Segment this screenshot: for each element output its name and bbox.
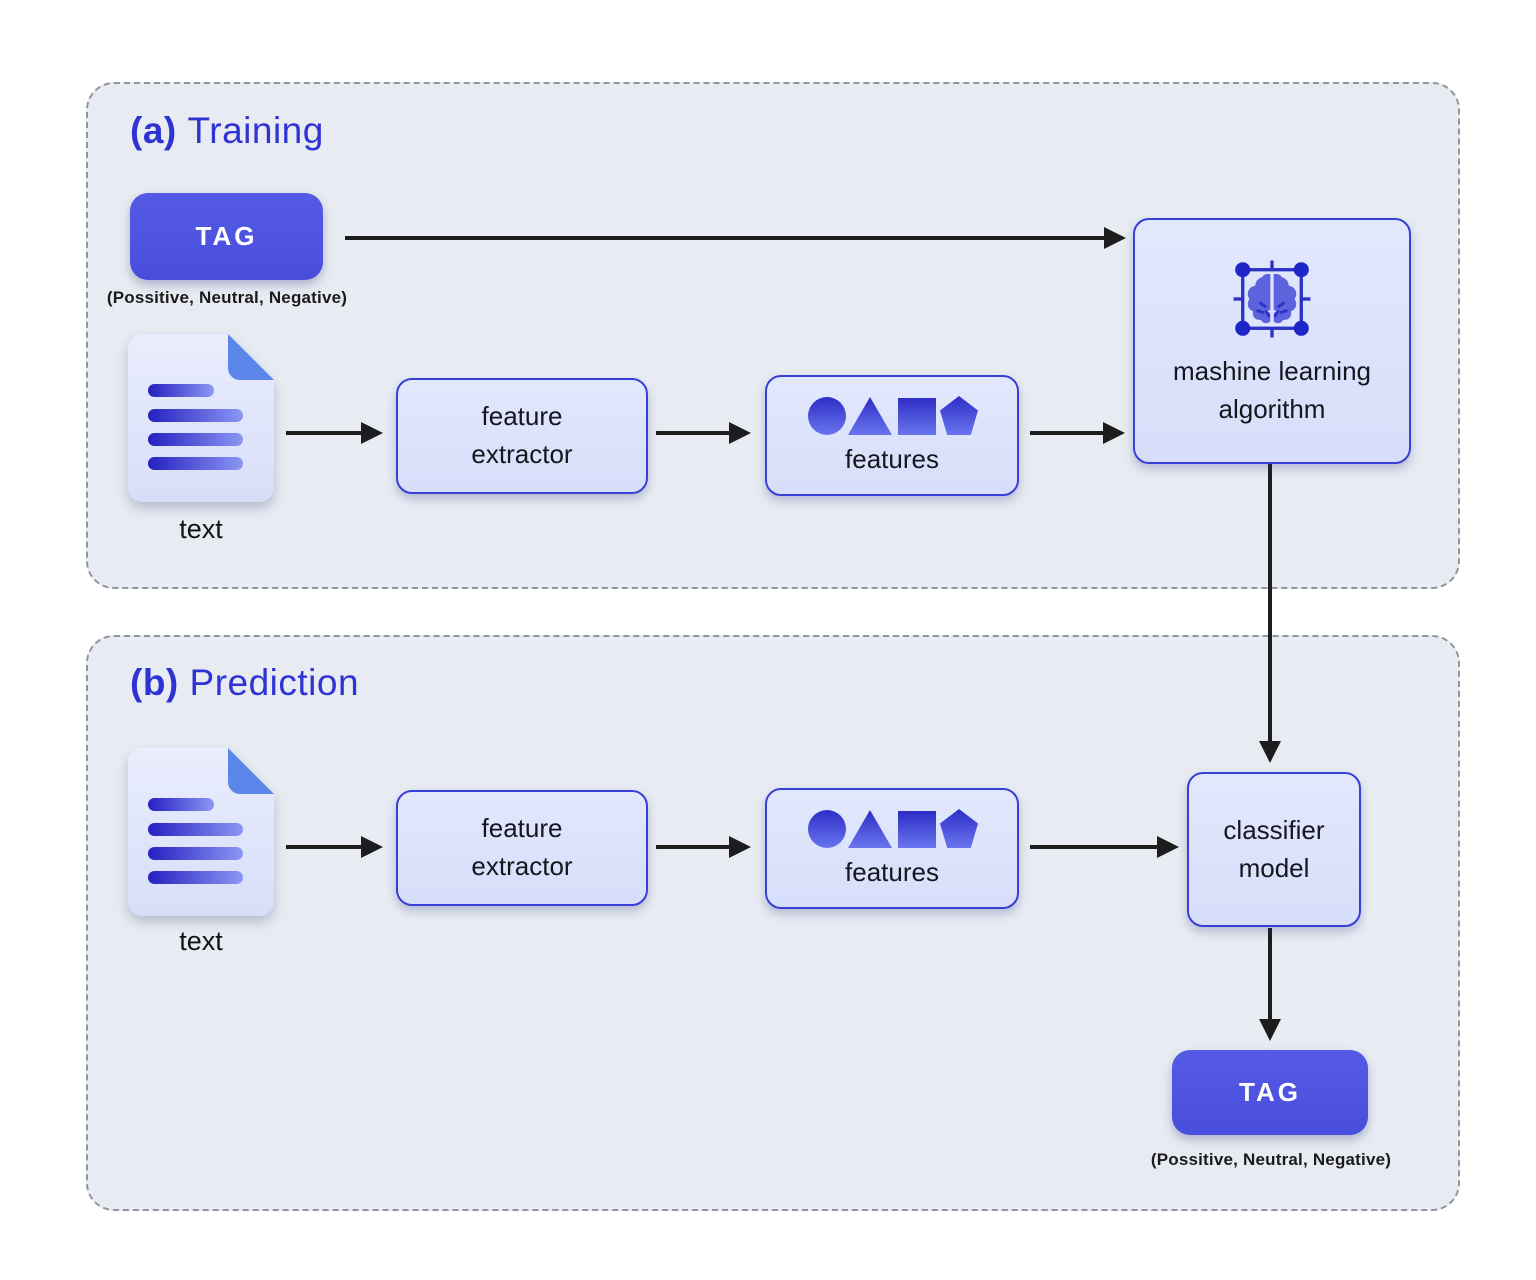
training-tag-label: TAG	[195, 221, 258, 251]
features-label-prediction: features	[845, 856, 939, 887]
prediction-text-label: text	[179, 926, 223, 956]
prediction-tag-caption: (Possitive, Neutral, Negative)	[1150, 1150, 1392, 1169]
arrow-features-to-classifier	[1030, 845, 1158, 849]
prediction-tag-node: TAG	[1172, 1050, 1368, 1135]
training-heading: (a) Training	[130, 110, 324, 152]
feature-extractor-node-prediction: feature extractor	[396, 790, 648, 906]
ml-algorithm-node: mashine learning algorithm	[1133, 218, 1411, 464]
text-document-icon-training	[128, 334, 274, 502]
training-tag-caption: (Possitive, Neutral, Negative)	[106, 288, 348, 307]
arrow-classifier-to-tag	[1268, 928, 1272, 1020]
arrow-text-to-extractor-prediction	[286, 845, 362, 849]
feature-extractor-node-training: feature extractor	[396, 378, 648, 494]
feature-extractor-label-prediction: feature extractor	[471, 813, 573, 881]
arrow-tag-to-ml	[345, 236, 1105, 240]
arrow-ml-to-classifier	[1268, 460, 1272, 742]
features-label-training: features	[845, 443, 939, 474]
arrow-extractor-to-features-prediction	[656, 845, 730, 849]
prediction-heading: (b) Prediction	[130, 662, 359, 704]
arrow-extractor-to-features-training	[656, 431, 730, 435]
features-node-prediction: features	[765, 788, 1019, 909]
training-text-label: text	[179, 514, 223, 544]
brain-icon	[1233, 260, 1311, 338]
prediction-heading-title: Prediction	[189, 662, 360, 703]
classifier-model-node: classifier model	[1187, 772, 1361, 927]
training-heading-title: Training	[187, 110, 324, 151]
arrow-text-to-extractor-training	[286, 431, 362, 435]
arrow-features-to-ml	[1030, 431, 1104, 435]
classifier-model-label: classifier model	[1223, 814, 1325, 883]
features-node-training: features	[765, 375, 1019, 496]
features-shapes-icon-prediction	[808, 808, 978, 848]
feature-extractor-label-training: feature extractor	[471, 401, 573, 469]
training-heading-prefix: (a)	[130, 110, 177, 151]
ml-algorithm-label: mashine learning algorithm	[1172, 356, 1371, 424]
prediction-heading-prefix: (b)	[130, 662, 179, 703]
features-shapes-icon-training	[808, 395, 978, 435]
text-document-icon-prediction	[128, 748, 274, 916]
training-tag-node: TAG	[130, 193, 323, 280]
prediction-tag-label: TAG	[1239, 1077, 1301, 1107]
